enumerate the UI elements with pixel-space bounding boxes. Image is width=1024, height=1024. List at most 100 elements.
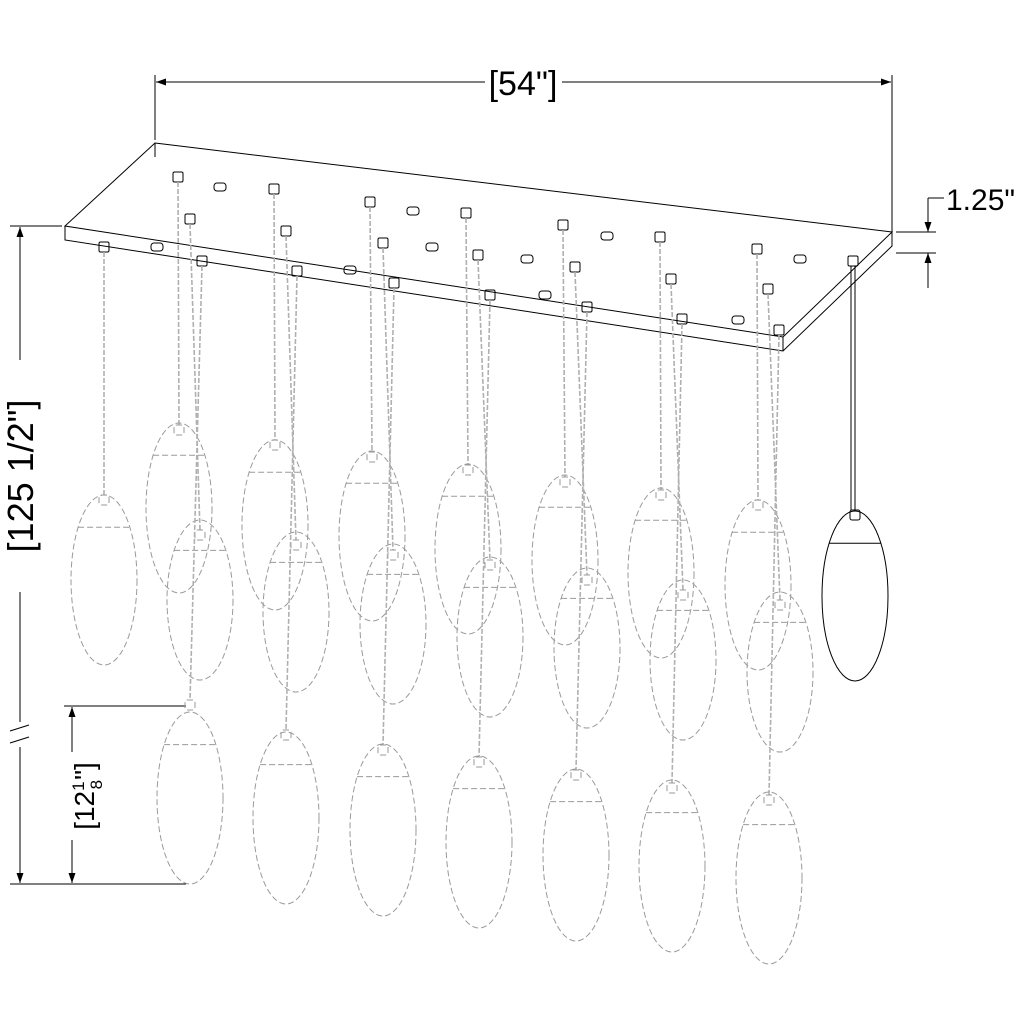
pendant-21 (746, 293, 814, 753)
glass-shade-9 (359, 543, 427, 705)
canopy-ports (98, 171, 859, 336)
cord-14 (562, 229, 566, 478)
glass-shade-8 (338, 450, 406, 622)
pendant-8 (338, 206, 406, 622)
pendant-height-numerator: 1 (69, 781, 88, 790)
pendant-5 (241, 193, 309, 611)
socket-21 (774, 599, 786, 611)
cord-port-18 (665, 273, 677, 285)
cord-4 (189, 265, 203, 701)
thickness-dimension: 1.25" (896, 184, 1015, 288)
cord-port-17 (654, 231, 666, 243)
socket-3 (194, 529, 206, 541)
canopy-cap-2 (150, 242, 164, 252)
glass-shade-3 (166, 519, 234, 681)
socket-14 (559, 476, 571, 488)
glass-shade-5 (241, 439, 309, 611)
canopy-cap-3 (406, 206, 420, 216)
canopy-cap-8 (600, 231, 614, 241)
canopy-cap-5 (425, 242, 439, 252)
socket-12 (484, 559, 496, 571)
cord-10 (382, 287, 395, 746)
cord-port-21 (762, 283, 774, 295)
cord-22 (768, 334, 780, 796)
cord-18 (670, 283, 684, 591)
glass-shade-11 (434, 463, 502, 635)
glass-shade-17 (627, 487, 695, 659)
cord-port-10 (388, 277, 400, 289)
pendant-13 (445, 299, 513, 929)
cord-port-8 (364, 196, 376, 208)
canopy-cap-10 (793, 254, 807, 264)
pendants (70, 181, 889, 965)
pendant-22 (735, 334, 803, 965)
cord-8 (369, 206, 373, 453)
cord-19 (671, 323, 683, 784)
socket-22 (763, 794, 775, 806)
cord-port-20 (751, 243, 763, 255)
cord-port-12 (472, 249, 484, 261)
pendant-2 (145, 181, 213, 594)
socket-10 (377, 744, 389, 756)
cord-port-22 (773, 324, 785, 336)
socket-2 (173, 424, 185, 436)
cord-17 (659, 241, 662, 491)
pendant-height-label: [1218"] (69, 762, 106, 830)
socket-8 (366, 451, 378, 463)
cord-7 (285, 275, 298, 731)
cord-port-6 (280, 225, 292, 237)
cord-3 (189, 223, 201, 531)
cord-port-15 (569, 261, 581, 273)
glass-shade-20 (724, 499, 792, 671)
cord-port-14 (557, 219, 569, 231)
cord-6 (285, 235, 297, 541)
cord-port-2 (172, 171, 184, 183)
glass-shade-2 (145, 422, 213, 594)
pendant-height-close: "] (69, 762, 100, 780)
pendant-height-dimension: [1218"] (64, 705, 186, 883)
pendant-20 (724, 253, 792, 671)
cord-15 (574, 271, 588, 576)
canopy-top-face (63, 142, 894, 338)
glass-shade-23 (821, 510, 889, 682)
pendant-7 (252, 275, 320, 905)
socket-19 (666, 782, 678, 794)
socket-1 (98, 494, 110, 506)
cord-16 (575, 311, 588, 771)
cord-5 (273, 193, 276, 441)
glass-shade-18 (649, 579, 717, 741)
canopy-cap-4 (343, 265, 357, 275)
cord-port-23 (847, 255, 859, 267)
socket-6 (290, 539, 302, 551)
canopy-cap-6 (520, 254, 534, 264)
pendant-18 (649, 283, 717, 741)
pendant-10 (349, 287, 417, 917)
socket-4 (184, 699, 196, 711)
socket-18 (677, 589, 689, 601)
socket-13 (473, 756, 485, 768)
pendant-3 (166, 223, 234, 681)
canopy (63, 142, 894, 352)
cord-20 (756, 253, 759, 501)
socket-23 (849, 509, 861, 521)
cord-port-3 (184, 213, 196, 225)
pendant-14 (531, 229, 599, 646)
pendant-height-whole: [12 (69, 791, 100, 830)
cord-11 (465, 217, 469, 466)
cord-12 (477, 259, 491, 561)
overall-height-label: [125 1/2"] (0, 400, 41, 553)
width-label: [54"] (489, 65, 558, 103)
pendant-17 (627, 241, 695, 659)
socket-15 (581, 574, 593, 586)
canopy-cap-1 (213, 182, 227, 192)
cord-port-19 (676, 313, 688, 325)
glass-shade-7 (252, 731, 320, 905)
glass-shade-16 (542, 768, 610, 942)
canopy-cap-7 (538, 290, 552, 300)
glass-shade-19 (638, 779, 706, 953)
thickness-label: 1.25" (946, 184, 1015, 217)
glass-shade-1 (70, 494, 138, 666)
socket-16 (570, 769, 582, 781)
glass-shade-22 (735, 791, 803, 965)
